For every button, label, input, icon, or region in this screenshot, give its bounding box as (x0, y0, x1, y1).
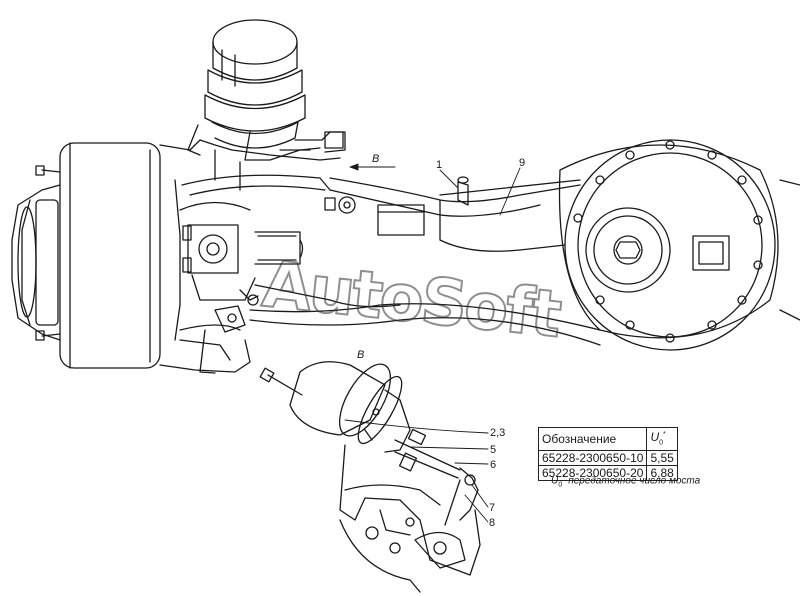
view-label: B (357, 349, 364, 361)
callout-2-3: 2,3 (490, 427, 505, 439)
header-designation: Обозначение (537, 426, 648, 452)
callout-7: 7 (489, 502, 495, 514)
view-arrow-label: B (372, 153, 379, 165)
callout-8: 8 (489, 517, 495, 529)
callout-6: 6 (490, 459, 496, 471)
watermark: AutoSoft (259, 248, 565, 353)
table-footnote: U0*-передаточное число моста (551, 474, 701, 489)
leader-lines (344, 163, 521, 523)
differential-housing (558, 139, 779, 351)
row-designation: 65228-2300650-10 (537, 450, 648, 467)
callout-9: 9 (519, 157, 525, 169)
row-ratio: 5,55 (646, 450, 678, 467)
row-ratio: 6,88 (646, 465, 678, 482)
table-row: 65228-2300650-10 5,55 (537, 450, 678, 467)
note-symbol: U (551, 475, 559, 487)
air-spring (187, 19, 306, 156)
note-text: -передаточное число моста (564, 475, 701, 487)
table-row: 65228-2300650-20 6,88 (537, 465, 678, 482)
row-designation: 65228-2300650-20 (537, 465, 648, 482)
wheel-hub (11, 142, 161, 369)
axle-beam (249, 176, 800, 346)
table-header-row: Обозначение U0* (537, 426, 678, 452)
brake-chamber (259, 361, 481, 593)
callout-1: 1 (436, 159, 442, 171)
axle-knuckle (159, 131, 346, 374)
header-ratio: U0* (646, 426, 678, 452)
ratio-table: Обозначение U0* 65228-2300650-10 5,55 65… (537, 426, 678, 482)
callout-5: 5 (490, 444, 496, 456)
